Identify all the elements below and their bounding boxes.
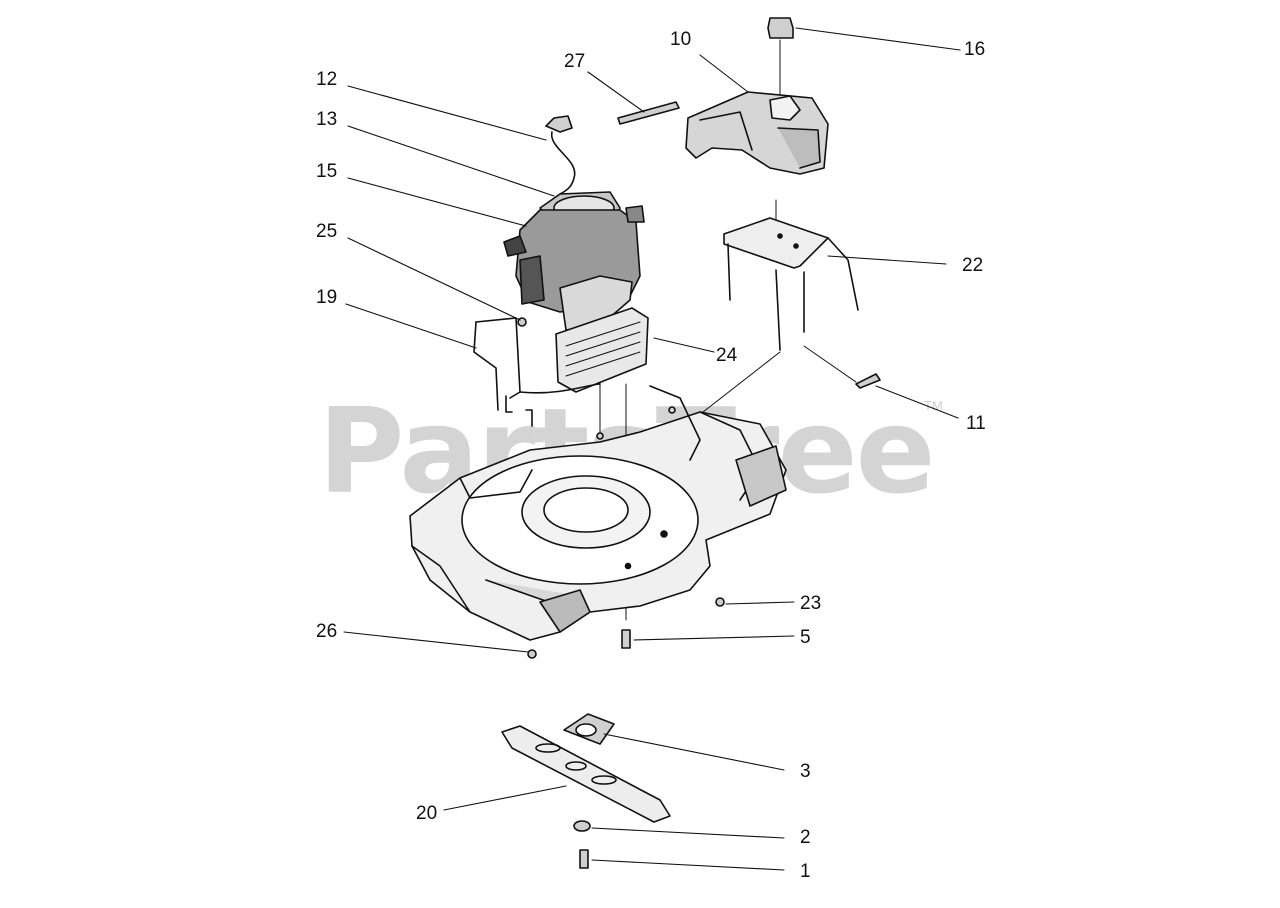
leader-lines xyxy=(343,27,961,871)
cable-part xyxy=(473,317,601,427)
washer-part xyxy=(573,820,591,832)
spark-plug-wire-part xyxy=(545,115,576,195)
callout-10: 10 xyxy=(670,29,692,50)
callout-19: 19 xyxy=(316,287,338,308)
rod-part xyxy=(617,101,680,125)
callout-22: 22 xyxy=(962,255,984,276)
callout-12: 12 xyxy=(316,69,338,90)
callout-2: 2 xyxy=(800,827,811,848)
blade-bolt-part xyxy=(579,849,589,869)
engine-part xyxy=(503,191,645,331)
callout-24: 24 xyxy=(716,345,738,366)
nut-part-23 xyxy=(715,597,725,607)
mower-deck-part xyxy=(409,385,787,641)
trademark-mark: TM xyxy=(924,398,943,413)
clip-part xyxy=(803,345,881,389)
callout-26: 26 xyxy=(316,621,338,642)
callout-11: 11 xyxy=(966,413,986,434)
callout-16: 16 xyxy=(964,39,986,60)
callout-27: 27 xyxy=(564,51,586,72)
callout-13: 13 xyxy=(316,109,338,130)
bolt-part-5 xyxy=(621,629,631,649)
blade-part xyxy=(501,725,671,823)
callout-20: 20 xyxy=(416,803,438,824)
callout-3: 3 xyxy=(800,761,811,782)
fuel-cap-part xyxy=(767,17,794,99)
fuel-tank-part xyxy=(685,91,829,175)
callout-5: 5 xyxy=(800,627,811,648)
callout-15: 15 xyxy=(316,161,338,182)
callout-1: 1 xyxy=(800,861,811,882)
callout-25: 25 xyxy=(316,221,338,242)
bracket-part xyxy=(679,199,859,431)
callout-23: 23 xyxy=(800,593,822,614)
nut-part-26 xyxy=(527,649,537,659)
blade-adapter-part xyxy=(563,713,615,745)
